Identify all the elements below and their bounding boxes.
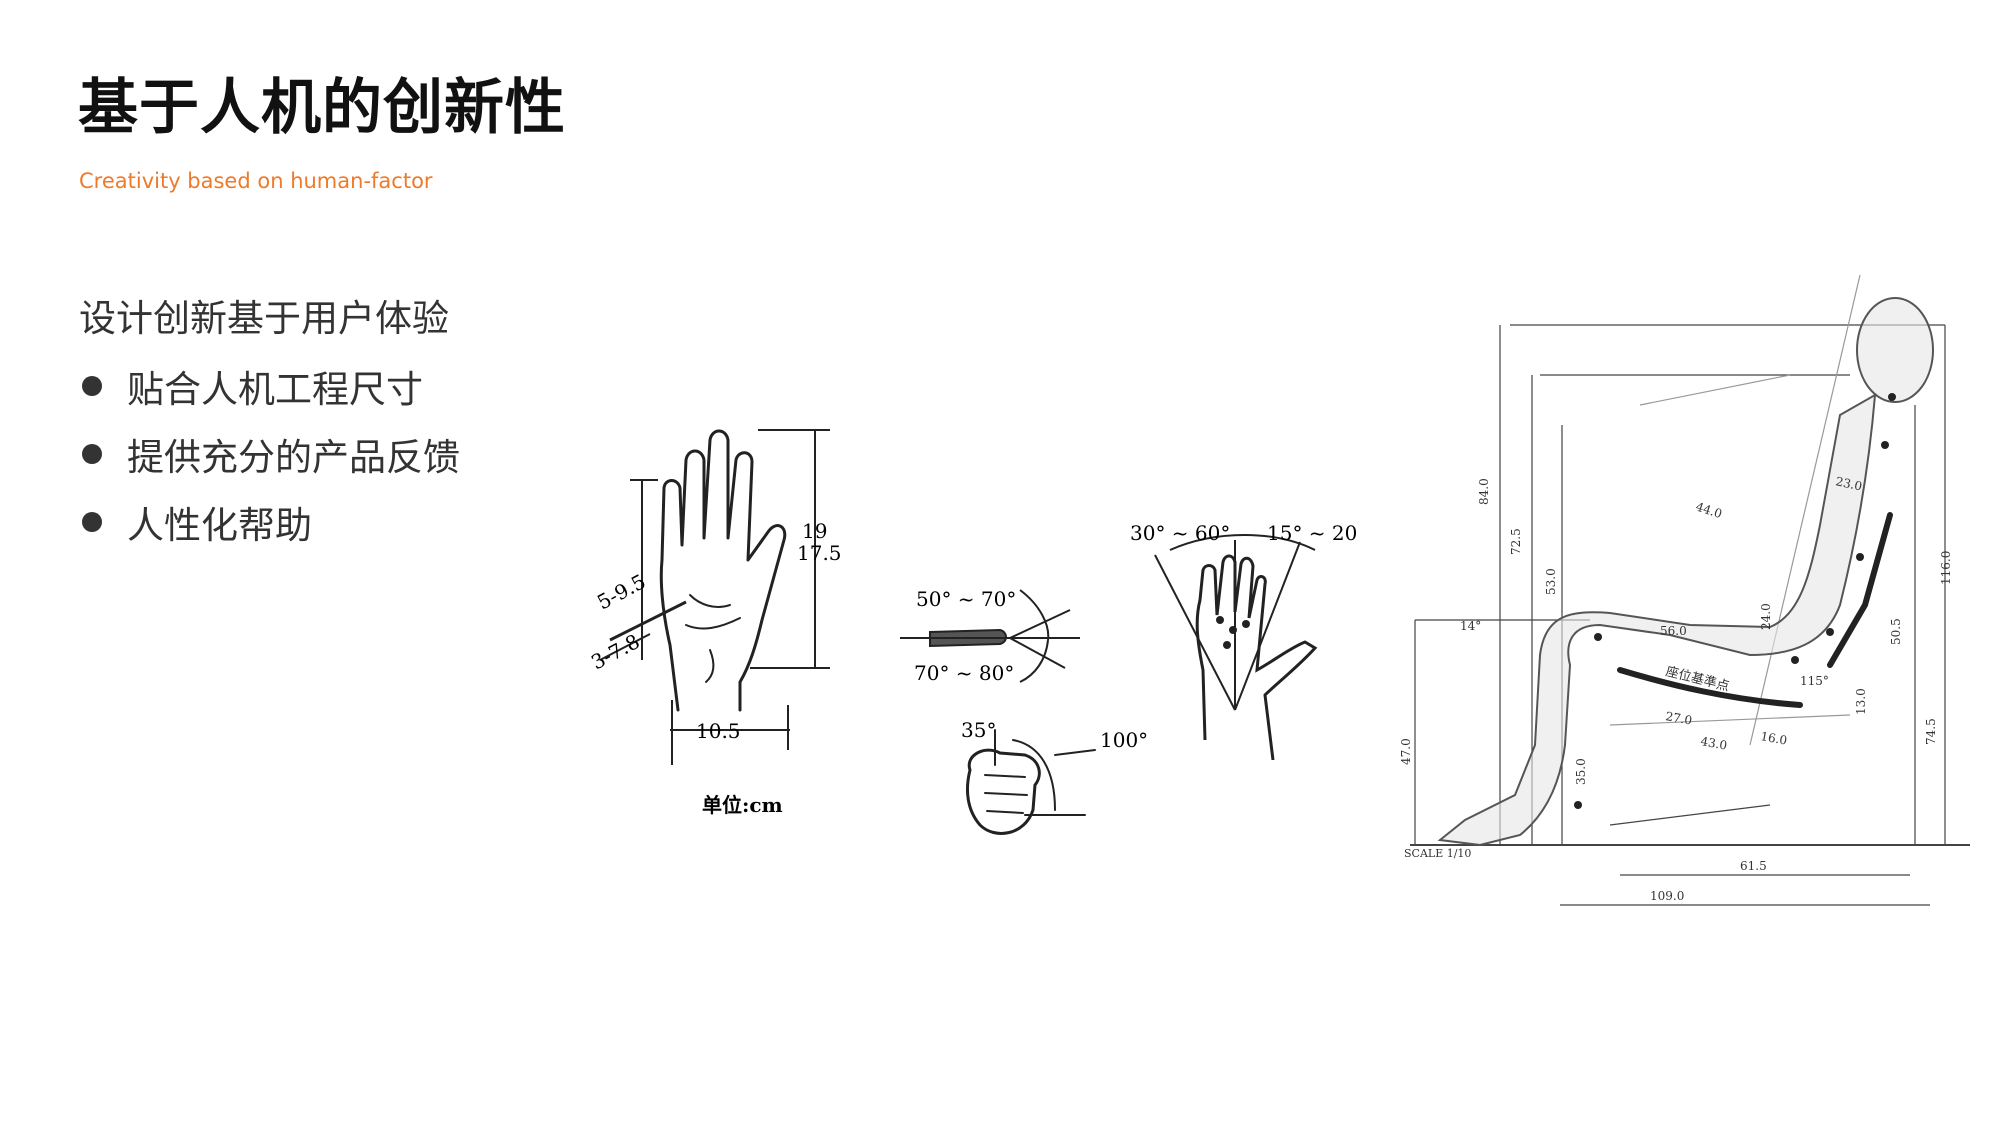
angle-label: 115°	[1800, 674, 1829, 688]
bullet-item: 贴合人机工程尺寸	[79, 368, 460, 411]
bullet-dot-icon	[82, 376, 102, 396]
hand-dimensions-figure: 19 17.5 10.5 5-9.5 3-7.8 单位:cm	[590, 429, 842, 817]
dimension-label: 61.5	[1740, 859, 1767, 873]
dimension-label: 47.0	[1399, 738, 1413, 765]
bullet-list: 贴合人机工程尺寸 提供充分的产品反馈 人性化帮助	[79, 368, 460, 572]
dimension-label: 72.5	[1509, 528, 1523, 555]
hand-width-label: 10.5	[696, 719, 741, 743]
bullet-label: 人性化帮助	[127, 504, 312, 547]
hand-outline-icon	[659, 429, 787, 712]
seated-posture-figure: 84.0 72.5 53.0 44.0 56.0 24.0 23.0 116.0…	[1399, 275, 1970, 906]
scale-label: SCALE 1/10	[1404, 847, 1471, 860]
dimension-label: 43.0	[1699, 734, 1728, 752]
hand-length-label: 19	[802, 519, 827, 543]
dimension-label: 35.0	[1574, 758, 1588, 785]
hand-length-label: 17.5	[797, 541, 842, 565]
dimension-label: 56.0	[1660, 624, 1687, 638]
dimension-label: 13.0	[1854, 688, 1868, 715]
dimension-label: 53.0	[1544, 568, 1558, 595]
hand-deviation-figure: 30° ~ 60° 15° ~ 20	[1130, 521, 1357, 760]
dimension-label: 23.0	[1834, 474, 1863, 493]
deviation-angle-label: 30° ~ 60°	[1130, 521, 1230, 545]
dimension-label: 50.5	[1889, 618, 1903, 645]
page-subtitle: Creativity based on human-factor	[79, 169, 433, 193]
dimension-label: 84.0	[1477, 478, 1491, 505]
angle-label: 14°	[1460, 619, 1481, 633]
dimension-label: 109.0	[1650, 889, 1684, 903]
dimension-label: 24.0	[1759, 603, 1773, 630]
wrist-angle-label: 70° ~ 80°	[914, 661, 1014, 685]
wrist-flexion-figure: 50° ~ 70° 70° ~ 80°	[900, 587, 1080, 685]
bullet-dot-icon	[82, 444, 102, 464]
intro-text: 设计创新基于用户体验	[79, 297, 449, 340]
dimension-label: 44.0	[1694, 500, 1724, 522]
bullet-dot-icon	[82, 512, 102, 532]
deviation-angle-label: 15° ~ 20	[1267, 521, 1357, 545]
unit-label: 单位:cm	[702, 793, 783, 817]
dimension-label: 74.5	[1924, 718, 1938, 745]
dimension-label: 27.0	[1664, 709, 1693, 727]
fist-angle-label: 100°	[1100, 728, 1148, 752]
wrist-angle-label: 50° ~ 70°	[916, 587, 1016, 611]
fist-rotation-figure: 35° 100°	[961, 718, 1148, 835]
dimension-label: 16.0	[1759, 729, 1788, 747]
bullet-label: 贴合人机工程尺寸	[127, 368, 423, 411]
bullet-item: 提供充分的产品反馈	[79, 436, 460, 479]
bullet-item: 人性化帮助	[79, 504, 460, 547]
page-title: 基于人机的创新性	[78, 73, 566, 143]
fist-angle-label: 35°	[961, 718, 996, 742]
bullet-label: 提供充分的产品反馈	[127, 436, 460, 479]
dimension-label: 116.0	[1939, 551, 1953, 585]
